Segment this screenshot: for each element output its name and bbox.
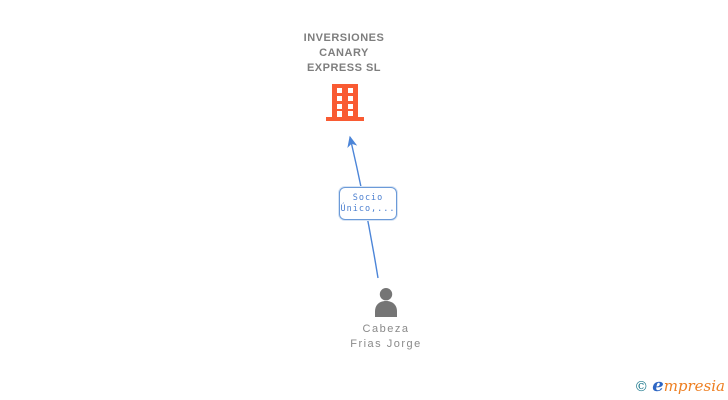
- copyright-icon: ©: [634, 379, 649, 395]
- relationship-label-text: Único,...: [340, 203, 396, 214]
- person-name: Cabeza Frias Jorge: [286, 322, 486, 352]
- company-name-line: CANARY: [319, 47, 369, 59]
- company-name-line: INVERSIONES: [303, 32, 385, 44]
- company-name: INVERSIONES CANARY EXPRESS SL: [244, 31, 444, 76]
- empresia-logo: ©empresia: [634, 375, 725, 396]
- person-name-line: Cabeza: [362, 323, 410, 335]
- empresia-logo-text: e: [652, 375, 664, 396]
- person-name-line: Frias Jorge: [350, 338, 422, 350]
- relationship-label[interactable]: Socio Único,...: [339, 187, 397, 220]
- building-icon: [326, 84, 364, 121]
- relationship-label-text: Socio: [352, 192, 384, 203]
- company-name-line: EXPRESS SL: [306, 62, 382, 74]
- empresia-logo-text: mpresia: [663, 377, 725, 395]
- person-icon: [375, 288, 397, 317]
